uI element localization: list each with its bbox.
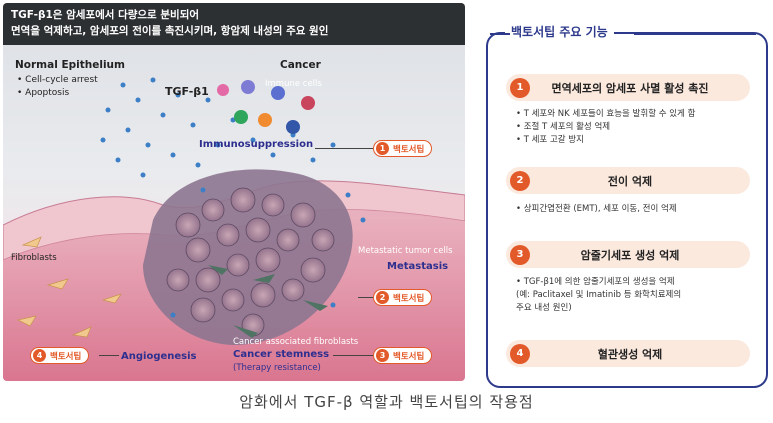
banner-line-2: 면역을 억제하고, 암세포의 전이를 촉진시키며, 항암제 내성의 주요 원인	[11, 25, 329, 37]
section-1-bullet: • T 세포 고갈 방지	[516, 135, 584, 145]
bullet-cell-cycle: • Cell-cycle arrest	[17, 75, 98, 85]
vactosertib-pill-2: 2 백토서팁	[373, 289, 433, 306]
tgf-beta-particles	[100, 77, 366, 318]
summary-banner: TGF-β1은 암세포에서 다량으로 분비되어 면역을 억제하고, 암세포의 전…	[3, 3, 465, 45]
angiogenesis-label: Angiogenesis	[121, 351, 197, 362]
tgf-label: TGF-β1	[165, 85, 209, 98]
section-3-bullets: • TGF-β1에 의한 암줄기세포의 생성을 억제 (예: Paclitaxe…	[516, 276, 681, 315]
section-3-title: 암줄기세포 생성 억제	[580, 248, 680, 262]
normal-epithelium-label: Normal Epithelium	[15, 59, 125, 71]
pill-label-4: 백토서팁	[50, 351, 82, 362]
section-3-header: 3 암줄기세포 생성 억제	[506, 241, 750, 268]
figure-caption: 암화에서 TGF-β 역할과 백토서팁의 작용점	[239, 393, 534, 411]
pill-number-4: 4	[33, 349, 46, 362]
connector-1	[315, 148, 373, 149]
panel-title: 백토서팁 주요 기능	[505, 23, 614, 40]
section-4-header: 4 혈관생성 억제	[506, 340, 750, 367]
section-3-bullet: (예: Paclitaxel 및 Imatinib 등 화학치료제의	[516, 290, 682, 300]
section-2-bullets: • 상피간엽전환 (EMT), 세포 이동, 전이 억제	[516, 203, 677, 216]
section-1-title: 면역세포의 암세포 사멸 활성 촉진	[551, 81, 709, 95]
banner-line-1: TGF-β1은 암세포에서 다량으로 분비되어	[11, 9, 200, 21]
pill-number-1: 1	[376, 142, 389, 155]
section-2-title: 전이 억제	[607, 174, 653, 188]
metastasis-label: Metastasis	[387, 261, 449, 272]
pill-number-3: 3	[376, 349, 389, 362]
tumor-microenvironment-art	[3, 77, 465, 381]
therapy-resistance-label: (Therapy resistance)	[233, 363, 321, 373]
immune-cells-label: Immune cells	[265, 79, 322, 89]
pill-label-3: 백토서팁	[393, 351, 425, 362]
immunosuppression-label: Immunosuppression	[199, 139, 314, 150]
caf-label: Cancer associated fibroblasts	[233, 337, 359, 347]
immune-cells	[217, 80, 315, 134]
pill-label-2: 백토서팁	[393, 293, 425, 304]
section-2-header: 2 전이 억제	[506, 167, 750, 194]
section-1-bullet: • T 세포와 NK 세포들이 효능을 발휘할 수 있게 함	[516, 109, 696, 119]
vactosertib-pill-3: 3 백토서팁	[373, 347, 433, 364]
cancer-stemness-label: Cancer stemness	[233, 349, 330, 360]
caf-cells	[208, 265, 328, 338]
fibroblasts	[16, 236, 122, 338]
section-3-bullet: 주요 내성 원인)	[516, 303, 572, 313]
cancer-label: Cancer	[280, 59, 321, 71]
pill-label-1: 백토서팁	[393, 144, 425, 155]
section-2-number: 2	[510, 170, 530, 191]
connector-4	[99, 355, 119, 356]
title-dash-right	[634, 33, 756, 35]
fibroblasts-label: Fibroblasts	[11, 253, 57, 263]
title-dash-left	[490, 33, 510, 35]
illustration-panel: TGF-β1은 암세포에서 다량으로 분비되어 면역을 억제하고, 암세포의 전…	[3, 3, 465, 381]
metastatic-cells-label: Metastatic tumor cells	[358, 246, 453, 256]
section-1-number: 1	[510, 77, 530, 98]
function-panel	[486, 32, 768, 388]
section-1-bullets: • T 세포와 NK 세포들이 효능을 발휘할 수 있게 함 • 조절 T 세포…	[516, 108, 695, 147]
section-2-bullet: • 상피간엽전환 (EMT), 세포 이동, 전이 억제	[516, 204, 677, 214]
vactosertib-pill-1: 1 백토서팁	[373, 140, 433, 157]
section-1-bullet: • 조절 T 세포의 활성 억제	[516, 122, 611, 132]
section-4-number: 4	[510, 343, 530, 364]
section-3-bullet: • TGF-β1에 의한 암줄기세포의 생성을 억제	[516, 277, 675, 287]
connector-3	[333, 355, 373, 356]
section-1-header: 1 면역세포의 암세포 사멸 활성 촉진	[506, 74, 750, 101]
tumor-cells	[166, 187, 335, 337]
pill-number-2: 2	[376, 291, 389, 304]
vactosertib-pill-4: 4 백토서팁	[30, 347, 90, 364]
section-3-number: 3	[510, 244, 530, 265]
section-4-title: 혈관생성 억제	[597, 347, 663, 361]
connector-2	[358, 297, 373, 298]
bullet-apoptosis: • Apoptosis	[17, 88, 70, 98]
